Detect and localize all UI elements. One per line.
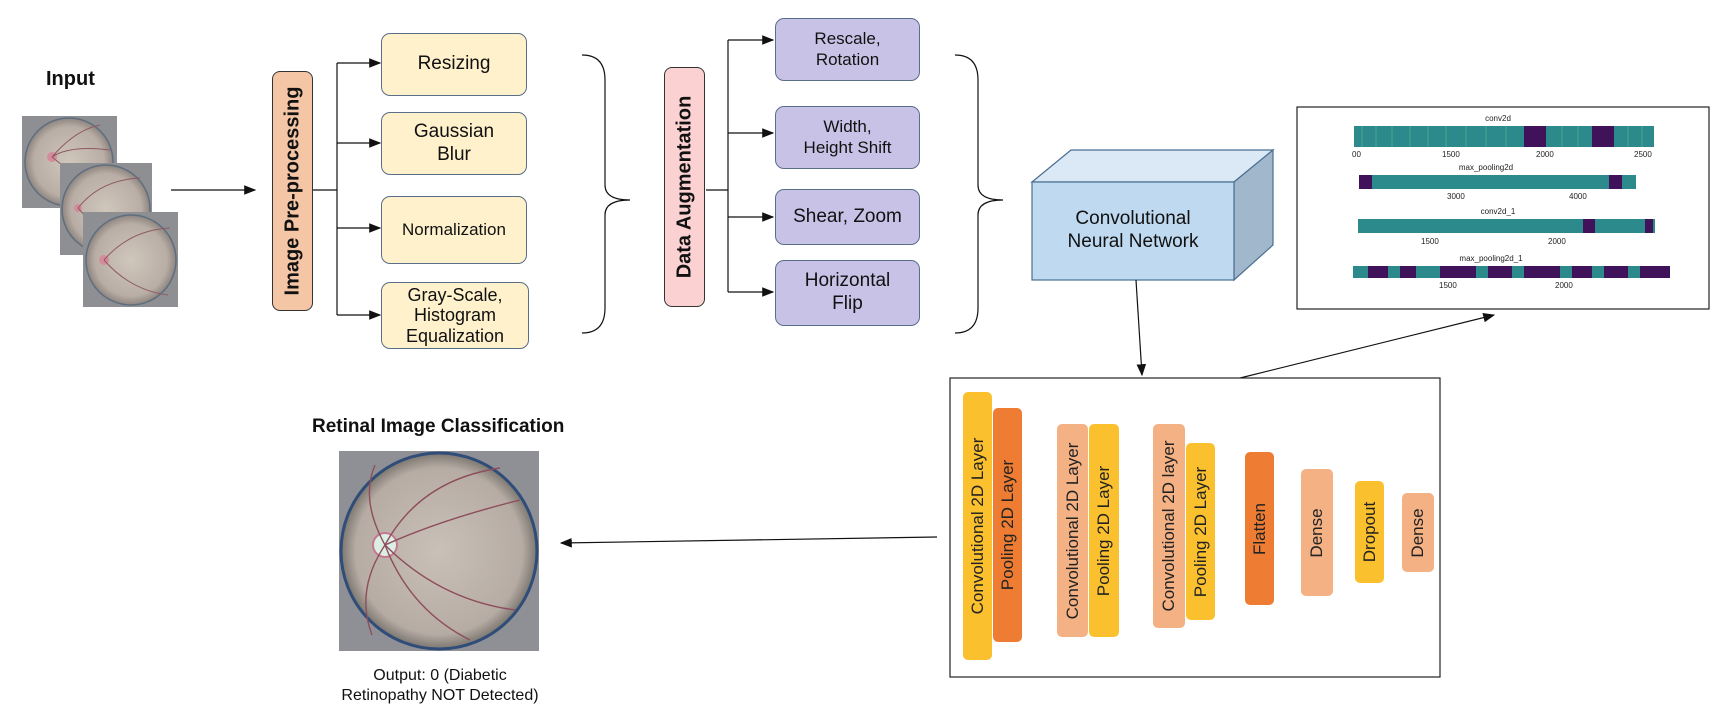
- layer-conv2d-2: Convolutional 2D Layer: [1057, 424, 1088, 637]
- layer-label: Dense: [1408, 507, 1427, 558]
- step-resizing: Resizing: [381, 33, 527, 96]
- preprocessing-title-box: Image Pre-processing: [272, 71, 313, 311]
- fm-tick: 1500: [1439, 281, 1457, 290]
- fm-tick: 2000: [1555, 281, 1573, 290]
- layer-dense-2: Dense: [1402, 493, 1434, 572]
- layer-label: Flatten: [1249, 502, 1269, 555]
- augmentation-branches: [706, 35, 775, 297]
- input-title: Input: [46, 68, 95, 90]
- aug-width-height-shift: Width, Height Shift: [775, 106, 920, 169]
- augmentation-title: Data Augmentation: [673, 95, 695, 279]
- classification-output: Output: 0 (Diabetic Retinopathy NOT Dete…: [341, 667, 539, 704]
- arrow-layers-to-feature-maps: [1239, 312, 1496, 379]
- step-gaussian-blur: Gaussian Blur: [381, 112, 527, 175]
- layer-conv2d-3: Convolutional 2D layer: [1153, 424, 1185, 628]
- fm-tick: 3000: [1447, 192, 1465, 201]
- cnn-block: [1030, 148, 1275, 282]
- step-grayscale-histogram-label: Gray-Scale, Histogram Equalization: [405, 285, 505, 346]
- fm-tick: 1500: [1442, 150, 1460, 159]
- step-normalization-label: Normalization: [402, 219, 506, 239]
- layer-dropout: Dropout: [1355, 481, 1384, 583]
- fm-tick: 1500: [1421, 237, 1439, 246]
- fm-label-max-pooling2d-1: max_pooling2d_1: [1459, 254, 1523, 263]
- layer-conv2d-1: Convolutional 2D Layer: [963, 392, 992, 660]
- arrow-layers-to-classification: [559, 536, 938, 548]
- layer-dense-1: Dense: [1301, 469, 1333, 596]
- output-retina-image: [339, 451, 539, 651]
- augmentation-title-box: Data Augmentation: [664, 67, 705, 307]
- fm-tick: 4000: [1569, 192, 1587, 201]
- fm-tick: 00: [1352, 150, 1361, 159]
- layer-flatten: Flatten: [1245, 452, 1274, 605]
- aug-width-height-shift-label: Width, Height Shift: [803, 117, 892, 157]
- aug-horizontal-flip: Horizontal Flip: [775, 260, 920, 326]
- fm-label-conv2d-1: conv2d_1: [1480, 207, 1516, 216]
- layer-label: Pooling 2D Layer: [1190, 466, 1210, 597]
- fm-label-max-pooling2d: max_pooling2d: [1458, 163, 1514, 172]
- step-resizing-label: Resizing: [417, 53, 491, 75]
- input-retina-images: [22, 116, 178, 307]
- layer-pooling2d-2: Pooling 2D Layer: [1089, 424, 1119, 637]
- step-gaussian-blur-label: Gaussian Blur: [413, 120, 495, 165]
- brace-augmentation: [954, 54, 1004, 334]
- cnn-label: Convolutional Neural Network: [1067, 208, 1199, 252]
- aug-shear-zoom-label: Shear, Zoom: [793, 205, 902, 227]
- feature-map-strips: [1353, 126, 1670, 278]
- layer-label: Dense: [1307, 507, 1326, 558]
- layer-pooling2d-3: Pooling 2D Layer: [1186, 443, 1215, 620]
- aug-rescale-rotation-label: Rescale, Rotation: [814, 29, 881, 69]
- layer-label: Convolutional 2D Layer: [967, 437, 987, 615]
- fm-tick: 2000: [1548, 237, 1566, 246]
- preprocessing-title: Image Pre-processing: [281, 86, 303, 296]
- step-normalization: Normalization: [381, 196, 527, 264]
- layer-label: Convolutional 2D Layer: [1062, 442, 1082, 619]
- aug-rescale-rotation: Rescale, Rotation: [775, 18, 920, 81]
- brace-preprocessing: [581, 54, 631, 334]
- preprocessing-branches: [313, 58, 382, 320]
- classification-title: Retinal Image Classification: [312, 416, 565, 437]
- layer-label: Convolutional 2D layer: [1159, 440, 1178, 612]
- layer-pooling2d-1: Pooling 2D Layer: [993, 408, 1022, 642]
- fm-tick: 2500: [1634, 150, 1652, 159]
- arrow-cnn-to-layers: [1135, 279, 1147, 377]
- layer-label: Pooling 2D Layer: [1094, 465, 1113, 596]
- step-grayscale-histogram: Gray-Scale, Histogram Equalization: [381, 282, 529, 349]
- layer-label: Dropout: [1359, 501, 1379, 563]
- aug-horizontal-flip-label: Horizontal Flip: [804, 270, 891, 314]
- fm-tick: 2000: [1536, 150, 1554, 159]
- fm-label-conv2d: conv2d: [1485, 114, 1511, 123]
- aug-shear-zoom: Shear, Zoom: [775, 189, 920, 245]
- layer-label: Pooling 2D Layer: [997, 459, 1017, 591]
